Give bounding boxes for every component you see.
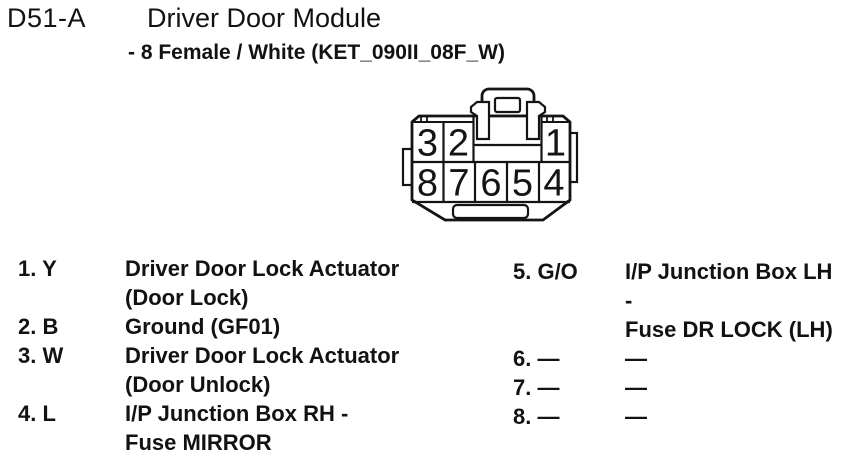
pin-row-3: 3. W Driver Door Lock Actuator (Door Unl…: [18, 341, 458, 399]
connector-roof-ticks: [420, 116, 554, 122]
pin-description: —: [625, 402, 843, 431]
pin-description-line: (Door Unlock): [125, 372, 271, 397]
cavity-number-3: 3: [417, 123, 438, 165]
pin-row-7: 7. — —: [513, 373, 843, 402]
pin-description-line: I/P Junction Box RH -: [125, 401, 349, 426]
cavity-number-8: 8: [417, 163, 438, 205]
cavity-number-7: 7: [448, 163, 469, 205]
pin-description: Driver Door Lock Actuator (Door Unlock): [125, 341, 458, 399]
pin-description-line: (Door Lock): [125, 285, 249, 310]
pin-description: Ground (GF01): [125, 312, 458, 341]
pin-description-line: Fuse MIRROR: [125, 430, 272, 455]
pin-description-line: Driver Door Lock Actuator: [125, 256, 400, 281]
connector-prong-left: [469, 100, 491, 141]
cavity-number-6: 6: [480, 163, 501, 205]
cavity-number-2: 2: [448, 123, 469, 165]
connector-subtitle: - 8 Female / White (KET_090II_08F_W): [128, 41, 505, 64]
connector-drawing: 3 2 1 8 7 6 5 4: [401, 87, 579, 222]
pin-row-2: 2. B Ground (GF01): [18, 312, 458, 341]
connector-body: [410, 114, 572, 222]
pin-label: 7. —: [513, 375, 560, 400]
connector-bottom-row-dividers: [442, 162, 541, 202]
pin-row-8: 8. — —: [513, 402, 843, 431]
pin-description-line: Ground (GF01): [125, 314, 281, 339]
connector-latch-notch: [493, 96, 522, 114]
pin-description-line: —: [625, 346, 647, 371]
pin-description: I/P Junction Box LH - Fuse DR LOCK (LH): [625, 257, 843, 344]
pin-label: 8. —: [513, 404, 560, 429]
pin-label: 6. —: [513, 346, 560, 371]
pin-row-1: 1. Y Driver Door Lock Actuator (Door Loc…: [18, 254, 458, 312]
cavity-number-4: 4: [543, 163, 564, 205]
pin-description-line: Driver Door Lock Actuator: [125, 343, 400, 368]
pin-label: 1. Y: [18, 256, 57, 281]
pin-list-right: 5. G/O I/P Junction Box LH - Fuse DR LOC…: [513, 257, 843, 431]
pin-label: 4. L: [18, 401, 56, 426]
pin-description: I/P Junction Box RH - Fuse MIRROR: [125, 399, 458, 456]
cavity-number-5: 5: [512, 163, 533, 205]
pin-description: Driver Door Lock Actuator (Door Lock): [125, 254, 458, 312]
pin-label: 3. W: [18, 343, 64, 368]
connector-id: D51-A: [7, 3, 87, 33]
pin-label: 2. B: [18, 314, 59, 339]
page-title: Driver Door Module: [147, 3, 382, 33]
connector-bottom-tab: [451, 203, 530, 220]
pin-list-left: 1. Y Driver Door Lock Actuator (Door Loc…: [18, 254, 458, 456]
connector-prong-right: [525, 100, 547, 141]
pin-description: —: [625, 373, 843, 402]
pin-description-line: Fuse DR LOCK (LH): [625, 317, 833, 342]
pin-description-line: —: [625, 375, 647, 400]
pin-row-4: 4. L I/P Junction Box RH - Fuse MIRROR: [18, 399, 458, 456]
connector-latch-channel: [472, 116, 543, 162]
pin-description-line: I/P Junction Box LH -: [625, 259, 833, 313]
pin-description: —: [625, 344, 843, 373]
pin-label: 5. G/O: [513, 259, 578, 284]
connector-diagram: 3 2 1 8 7 6 5 4: [398, 85, 594, 230]
cavity-number-1: 1: [545, 123, 566, 165]
pin-description-line: —: [625, 404, 647, 429]
pin-row-6: 6. — —: [513, 344, 843, 373]
pin-row-5: 5. G/O I/P Junction Box LH - Fuse DR LOC…: [513, 257, 843, 344]
